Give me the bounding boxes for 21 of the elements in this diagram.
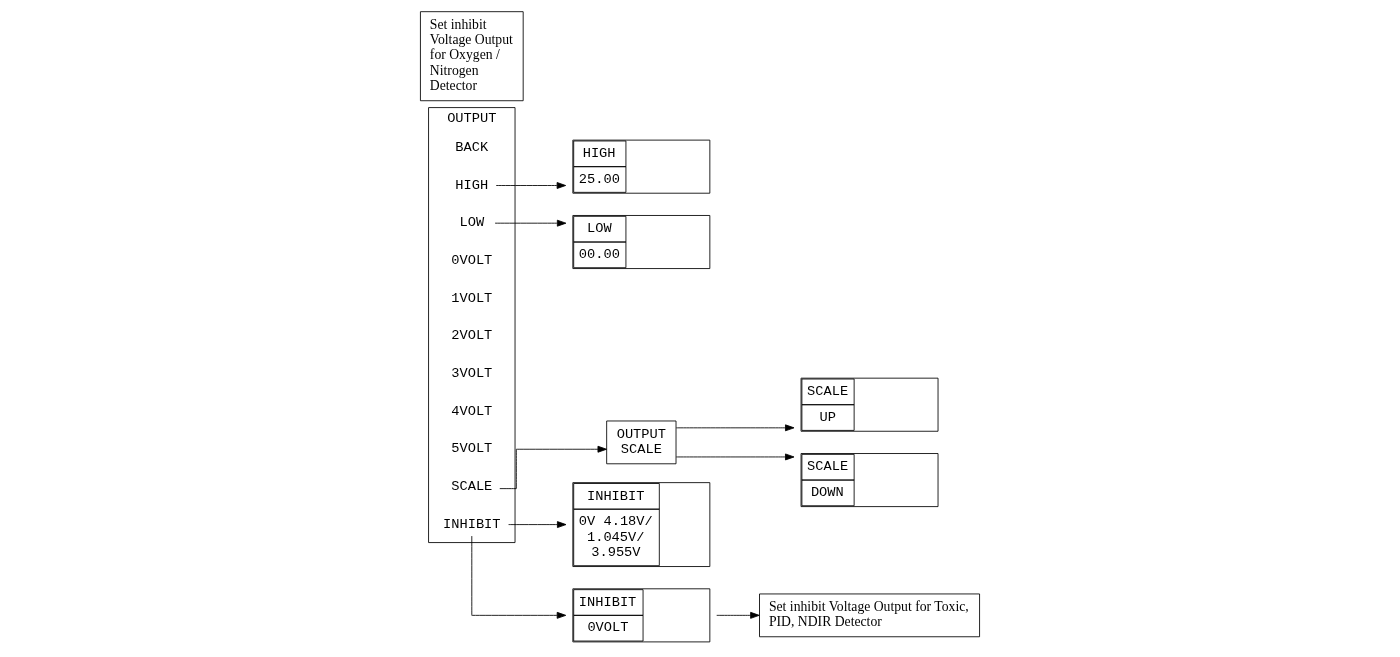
node-box: Set inhibit Voltage Output for Oxygen / Nitrogen Detector bbox=[420, 11, 524, 102]
node-text: 2VOLT bbox=[451, 328, 493, 344]
node-text: 4VOLT bbox=[451, 403, 493, 419]
node-text: SCALE bbox=[451, 479, 493, 495]
node-text: 5VOLT bbox=[451, 441, 493, 457]
arrow bbox=[675, 453, 795, 461]
arrow bbox=[494, 219, 567, 227]
arrow bbox=[471, 535, 567, 619]
node-text: 1VOLT bbox=[451, 290, 493, 306]
node-text: LOW bbox=[459, 215, 485, 231]
node-box: Set inhibit Voltage Output for Toxic, PID, NDIR Detector bbox=[759, 593, 980, 638]
node-text: 0VOLT bbox=[451, 253, 493, 269]
arrow bbox=[495, 182, 567, 189]
node-text: INHIBIT bbox=[443, 516, 501, 532]
node-text: 3VOLT bbox=[451, 366, 493, 382]
arrow bbox=[716, 611, 760, 619]
node-box: OUTPUT SCALE bbox=[606, 420, 677, 465]
node-text: BACK bbox=[455, 140, 489, 156]
arrow bbox=[675, 424, 795, 432]
node-text: HIGH bbox=[455, 177, 489, 193]
arrow bbox=[508, 521, 567, 528]
